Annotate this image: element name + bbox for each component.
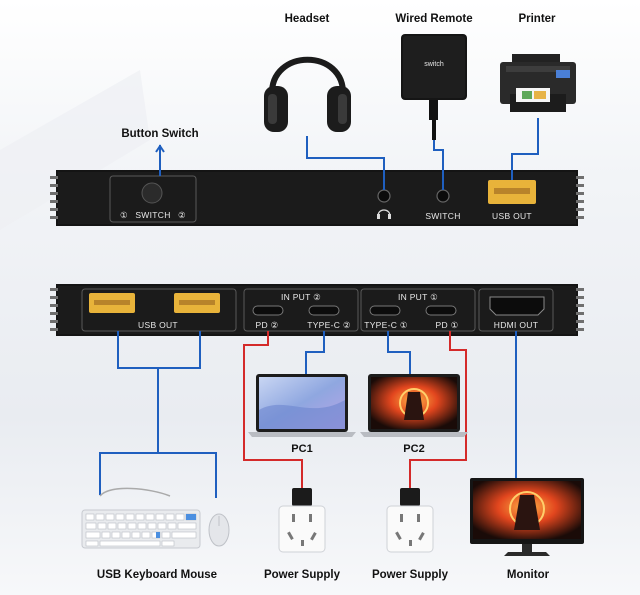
wired-remote-image: switch: [401, 34, 467, 140]
remote-port-label: SWITCH: [425, 211, 460, 221]
button-switch-label: Button Switch: [121, 128, 198, 140]
pd1-label: PD ①: [436, 320, 459, 330]
remote-port[interactable]: [436, 189, 450, 203]
input1-label: IN PUT ①: [398, 292, 438, 302]
hdmi-out-label: HDMI OUT: [494, 320, 538, 330]
headset-image: [264, 56, 351, 132]
pc2-laptop-image: [360, 374, 468, 437]
typec2-port[interactable]: [308, 305, 340, 316]
pd2-label: PD ②: [256, 320, 279, 330]
switch-num-right: ②: [178, 210, 186, 220]
background-light-band: [0, 70, 150, 230]
pd2-port[interactable]: [252, 305, 284, 316]
pd1-port[interactable]: [425, 305, 457, 316]
switch-num-left: ①: [120, 210, 128, 220]
typec2-label: TYPE-C ②: [307, 320, 351, 330]
power-supply-1-label: Power Supply: [264, 569, 341, 581]
typec1-label: TYPE-C ①: [364, 320, 408, 330]
monitor-label: Monitor: [507, 569, 550, 581]
button-switch-arrow: [155, 144, 165, 153]
input2-label: IN PUT ②: [281, 292, 321, 302]
printer-image: [500, 54, 576, 112]
typec1-port[interactable]: [369, 305, 401, 316]
monitor-image: [470, 478, 584, 556]
back-cables: [99, 331, 517, 498]
wired-remote-label: Wired Remote: [395, 13, 472, 25]
headset-label: Headset: [285, 13, 330, 25]
printer-label: Printer: [518, 13, 556, 25]
remote-switch-text: switch: [424, 61, 444, 68]
back-panel: USB OUT IN PUT ② PD ② TYPE-C ② IN PUT ① …: [50, 284, 584, 336]
pc2-label: PC2: [403, 443, 424, 455]
keyboard-mouse-image: [81, 487, 230, 549]
usb-keyboard-mouse-label: USB Keyboard Mouse: [97, 569, 217, 581]
power-supply-2-label: Power Supply: [372, 569, 449, 581]
switch-button[interactable]: [141, 182, 163, 204]
usb-out-label: USB OUT: [138, 320, 178, 330]
front-cables: [159, 118, 539, 190]
power-supply-2-image: [386, 488, 434, 553]
pc1-laptop-image: [248, 374, 356, 437]
headset-jack[interactable]: [377, 189, 391, 203]
power-supply-1-image: [278, 488, 326, 553]
front-usb-label: USB OUT: [492, 211, 532, 221]
front-panel: ① SWITCH ② SWITCH USB OUT: [50, 170, 584, 226]
pc1-label: PC1: [291, 443, 312, 455]
hdmi-port[interactable]: [489, 296, 545, 316]
switch-label: SWITCH: [135, 210, 170, 220]
